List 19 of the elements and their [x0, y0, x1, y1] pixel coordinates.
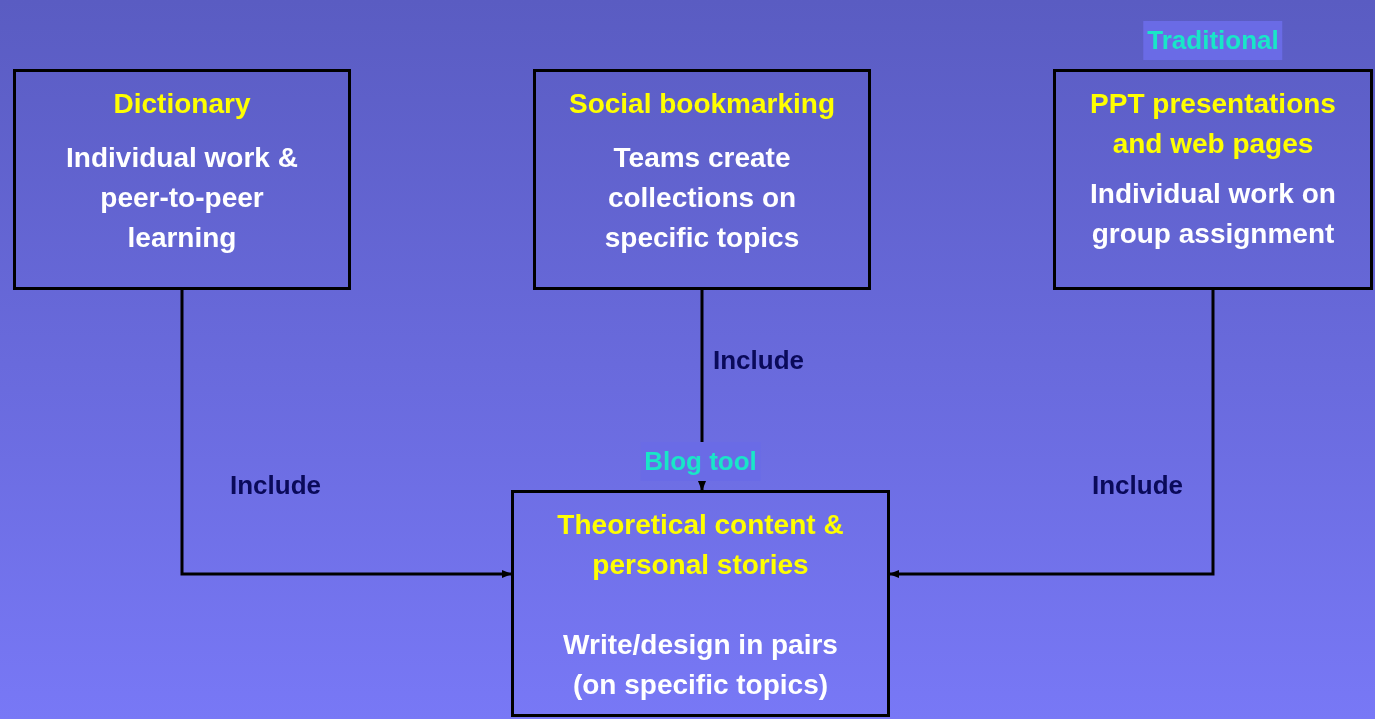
box-heading: Dictionary	[113, 87, 251, 121]
edge-label: Include	[230, 469, 321, 502]
edge-label: Include	[713, 344, 804, 377]
connector-arrow	[889, 290, 1215, 578]
box-body: Write/design in pairs (on specific topics)	[562, 628, 839, 702]
box-heading: Theoretical content & personal stories	[556, 508, 845, 582]
box-body: Individual work on group assignment	[1089, 177, 1337, 251]
text-box	[511, 490, 890, 717]
node-caption: Traditional	[1143, 21, 1283, 60]
text-box	[533, 69, 871, 290]
text-box	[13, 69, 351, 290]
connector-arrow	[180, 290, 512, 578]
box-body: Teams create collections on specific topics	[603, 141, 801, 255]
box-body: Individual work & peer-to-peer learning	[65, 141, 299, 255]
node-caption: Blog tool	[640, 442, 761, 481]
edge-label: Include	[1092, 469, 1183, 502]
text-box	[1053, 69, 1373, 290]
box-heading: Social bookmarking	[568, 87, 836, 121]
box-heading: PPT presentations and web pages	[1089, 87, 1337, 161]
